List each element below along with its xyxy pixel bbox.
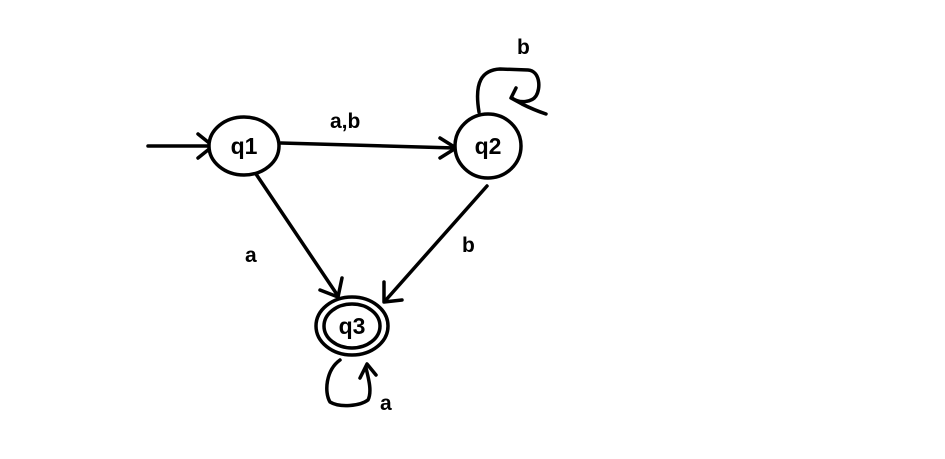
label-q1-q2: a,b [330,110,360,133]
state-q3: q3 [314,295,390,357]
state-label-q1: q1 [231,133,258,159]
label-q1-q3: a [245,244,257,267]
state-label-q3: q3 [339,313,366,339]
edge-q2-q3 [382,184,489,304]
edge-q1-q3 [254,172,344,299]
self-loop-q2 [475,67,548,116]
edge-q1-q2 [279,136,458,160]
accepting-ring-q3 [322,302,382,350]
label-q2-loop: b [517,36,530,59]
label-q2-q3: b [462,234,475,257]
self-loop-q3 [325,358,378,408]
start-arrow [146,132,215,160]
state-label-q2: q2 [475,133,502,159]
label-q3-loop: a [380,392,392,415]
state-q1: q1 [207,115,281,177]
state-q2: q2 [453,112,523,180]
